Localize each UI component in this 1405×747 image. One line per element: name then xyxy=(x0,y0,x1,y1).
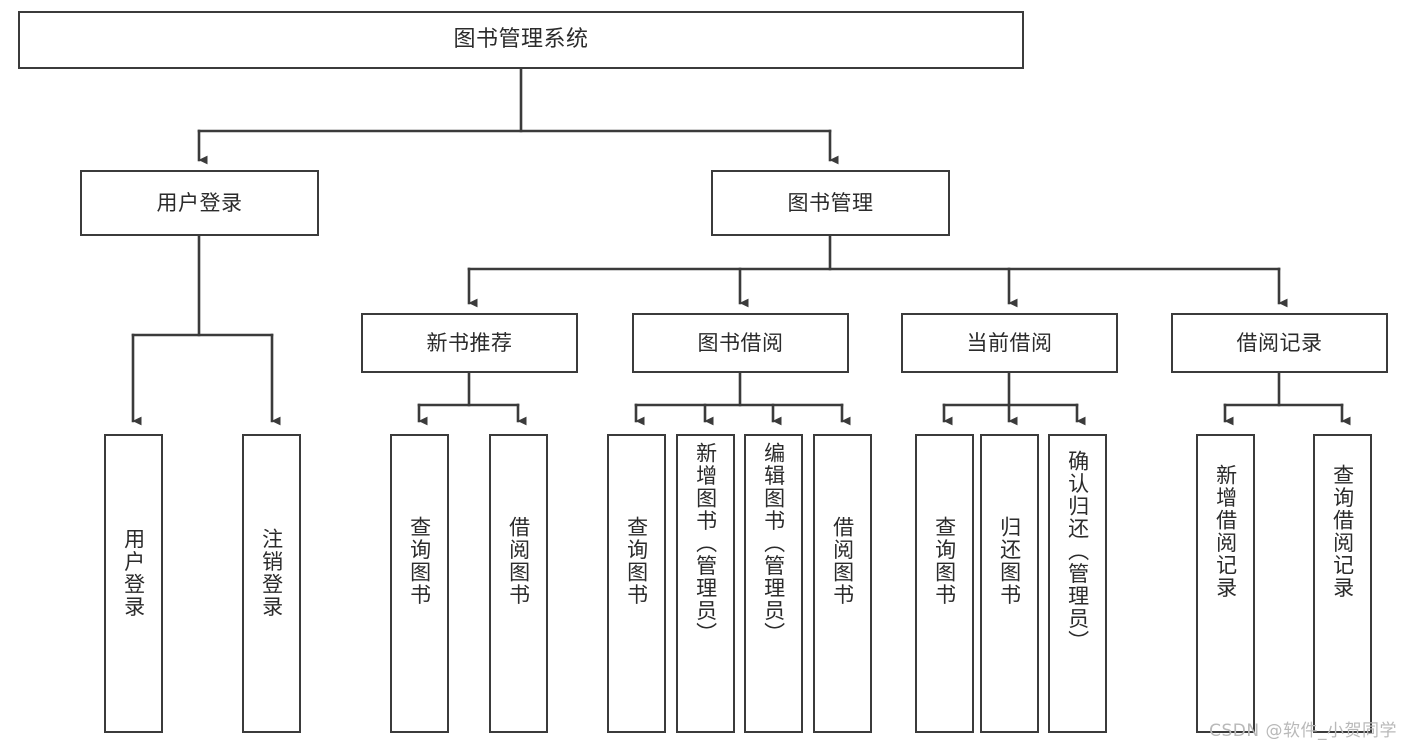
leaf-borrow-record-add-record[interactable]: 新增借阅记录 xyxy=(1196,434,1255,733)
node-label: 借阅图书 xyxy=(830,516,855,606)
node-book-borrow[interactable]: 图书借阅 xyxy=(632,313,849,373)
leaf-new-book-borrow-book[interactable]: 借阅图书 xyxy=(489,434,548,733)
leaf-user-login-login[interactable]: 用户登录 xyxy=(104,434,163,733)
node-label: 新增图书（管理员） xyxy=(693,442,718,645)
node-label: 用户登录 xyxy=(156,190,243,215)
node-label: 注销登录 xyxy=(259,528,284,618)
node-label: 确认归还（管理员） xyxy=(1065,450,1090,653)
node-borrow-record[interactable]: 借阅记录 xyxy=(1171,313,1388,373)
leaf-user-login-logout[interactable]: 注销登录 xyxy=(242,434,301,733)
node-label: 编辑图书（管理员） xyxy=(761,442,786,645)
leaf-current-borrow-query-book[interactable]: 查询图书 xyxy=(915,434,974,733)
node-label: 归还图书 xyxy=(997,516,1022,606)
node-label: 查询图书 xyxy=(624,516,649,606)
leaf-book-borrow-borrow-book[interactable]: 借阅图书 xyxy=(813,434,872,733)
node-user-login[interactable]: 用户登录 xyxy=(80,170,319,236)
leaf-borrow-record-query-record[interactable]: 查询借阅记录 xyxy=(1313,434,1372,733)
node-label: 用户登录 xyxy=(121,528,146,618)
node-label: 新增借阅记录 xyxy=(1213,464,1238,599)
node-label: 查询图书 xyxy=(407,516,432,606)
leaf-book-borrow-edit-book-admin[interactable]: 编辑图书（管理员） xyxy=(744,434,803,733)
node-label: 查询图书 xyxy=(932,516,957,606)
node-book-management[interactable]: 图书管理 xyxy=(711,170,950,236)
node-label: 借阅图书 xyxy=(506,516,531,606)
node-label: 图书管理系统 xyxy=(453,27,589,52)
leaf-book-borrow-query-book[interactable]: 查询图书 xyxy=(607,434,666,733)
leaf-current-borrow-return-book[interactable]: 归还图书 xyxy=(980,434,1039,733)
node-label: 查询借阅记录 xyxy=(1330,464,1355,599)
node-label: 当前借阅 xyxy=(966,330,1053,355)
node-label: 新书推荐 xyxy=(426,330,513,355)
node-label: 图书管理 xyxy=(787,190,874,215)
leaf-new-book-query-book[interactable]: 查询图书 xyxy=(390,434,449,733)
leaf-current-borrow-confirm-return-admin[interactable]: 确认归还（管理员） xyxy=(1048,434,1107,733)
node-label: 图书借阅 xyxy=(697,330,784,355)
node-label: 借阅记录 xyxy=(1236,330,1323,355)
node-current-borrow[interactable]: 当前借阅 xyxy=(901,313,1118,373)
node-new-book-recommend[interactable]: 新书推荐 xyxy=(361,313,578,373)
node-root-book-management-system[interactable]: 图书管理系统 xyxy=(18,11,1024,69)
leaf-book-borrow-add-book-admin[interactable]: 新增图书（管理员） xyxy=(676,434,735,733)
watermark-text: CSDN @软件_小贺同学 xyxy=(1209,721,1397,741)
